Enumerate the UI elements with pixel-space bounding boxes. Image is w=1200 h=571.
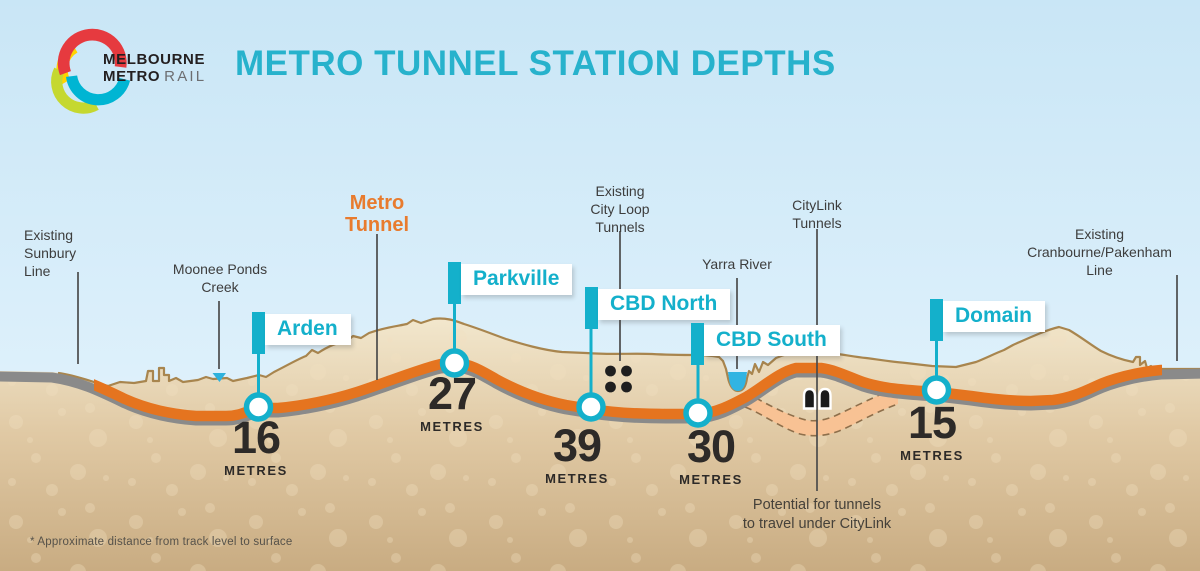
depth-parkville: 27 METRES [387,368,517,434]
station-marker-cbd-north [576,392,606,422]
depth-arden: 16 METRES [191,412,321,478]
citylink-tunnels-icon [802,387,832,410]
station-name: Arden [265,314,351,345]
annotation-leader-lines [77,229,1178,491]
station-flag-bar [448,262,461,304]
depth-unit: METRES [679,471,743,487]
station-name: Parkville [461,264,573,295]
depth-value: 16 [231,412,281,463]
station-name: CBD South [704,325,840,356]
terrain-surface-line [57,317,1200,393]
potential-route-under-citylink [744,386,899,437]
city-loop-tunnels-icon [605,365,632,393]
station-marker-cbd-south [683,398,713,428]
station-marker-domain [921,375,952,405]
depth-unit: METRES [224,462,288,478]
page-title: METRO TUNNEL STATION DEPTHS [235,44,836,83]
depth-value: 15 [907,397,957,448]
depth-value: 30 [686,421,736,472]
footnote-track-level-note: * Approximate distance from track level … [30,536,293,548]
station-flag-cbd-north: CBD North [585,287,731,329]
station-flag-domain: Domain [930,299,1046,341]
station-flag-bar [585,287,598,329]
label-potential-under-citylink: Potential for tunnels to travel under Ci… [742,497,892,532]
label-existing-city-loop-tunnels: Existing City Loop Tunnels [590,183,650,236]
station-flag-arden: Arden [252,312,351,354]
depth-cbd-south: 30 METRES [646,421,776,487]
station-marker-arden [243,392,274,422]
depth-value: 27 [427,368,477,419]
depth-value: 39 [552,420,602,471]
depth-domain: 15 METRES [867,397,997,463]
metro-tunnel-orange-path [94,357,1162,422]
depth-cbd-north: 39 METRES [512,420,642,486]
yarra-river-marker [728,372,747,391]
station-flag-bar [691,323,704,365]
logo-melbourne-text: MELBOURNE [103,51,206,68]
station-name: CBD North [598,289,731,320]
label-existing-sunbury-line: Existing Sunbury Line [24,227,77,280]
station-flag-parkville: Parkville [448,262,573,304]
label-moonee-ponds-creek: Moonee Ponds Creek [172,261,268,296]
depth-unit: METRES [420,418,484,434]
depth-unit: METRES [545,470,609,486]
station-marker-parkville [439,348,470,378]
depth-unit: METRES [900,447,964,463]
rail-alignment [0,357,1200,426]
moonee-ponds-creek-marker [212,373,226,382]
logo-metro-text: METRO [103,68,161,85]
station-name: Domain [943,301,1046,332]
label-citylink-tunnels: CityLink Tunnels [792,197,842,232]
label-yarra-river: Yarra River [702,256,772,272]
station-flag-bar [252,312,265,354]
label-metro-tunnel: Metro Tunnel [344,192,410,236]
station-markers [243,348,952,428]
melbourne-metro-rail-logo-icon [51,28,131,114]
logo-rail-text: RAIL [164,68,207,85]
station-flag-cbd-south: CBD South [691,323,840,365]
station-flag-bar [930,299,943,341]
label-existing-cranbourne-pakenham-line: Existing Cranbourne/Pakenham Line [1027,226,1172,279]
